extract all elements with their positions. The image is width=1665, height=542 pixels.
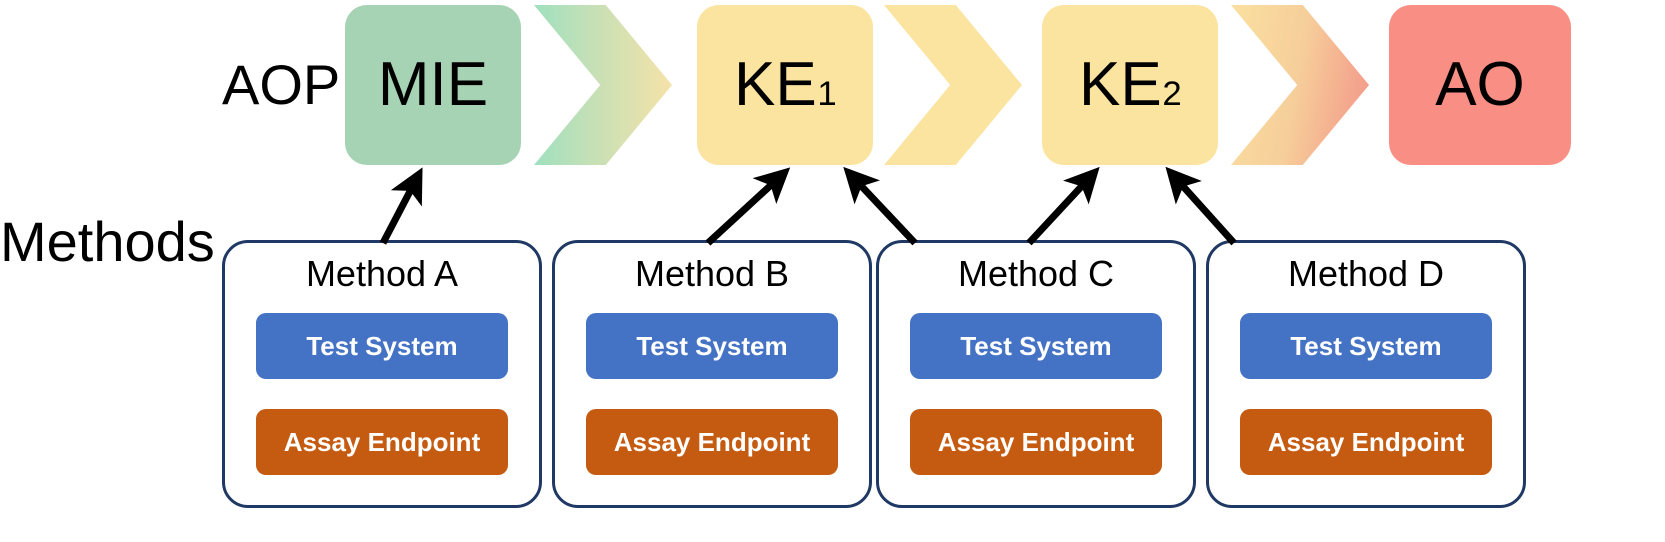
arrow-method-c-to-ke1 (843, 166, 918, 246)
aop-node-ao-label: AO (1435, 50, 1525, 119)
method-card-d[interactable]: Method D Test System Assay Endpoint (1206, 240, 1526, 508)
aop-node-mie-label: MIE (377, 50, 489, 119)
method-card-b-assay-endpoint[interactable]: Assay Endpoint (586, 409, 838, 475)
method-card-a-test-system[interactable]: Test System (256, 313, 508, 379)
aop-node-mie[interactable]: MIE (345, 5, 521, 165)
aop-row-label: AOP (222, 53, 341, 116)
aop-node-ke2-label: KE (1078, 50, 1162, 119)
method-card-c-title: Method C (957, 253, 1115, 294)
method-card-b-title: Method B (634, 253, 790, 294)
chevron-ke2-to-ao-icon (1231, 5, 1369, 165)
method-card-c-test-system[interactable]: Test System (910, 313, 1162, 379)
method-card-c-assay-endpoint[interactable]: Assay Endpoint (910, 409, 1162, 475)
method-card-d-test-system[interactable]: Test System (1240, 313, 1492, 379)
method-card-d-title: Method D (1287, 253, 1445, 294)
method-card-a-assay-endpoint[interactable]: Assay Endpoint (256, 409, 508, 475)
method-card-b-test-system[interactable]: Test System (586, 313, 838, 379)
chevron-mie-to-ke1-icon (534, 5, 672, 165)
method-card-a-title: Method A (305, 253, 459, 294)
arrow-method-b-to-ke1 (705, 167, 791, 246)
method-card-d-assay-endpoint[interactable]: Assay Endpoint (1240, 409, 1492, 475)
method-card-c[interactable]: Method C Test System Assay Endpoint (876, 240, 1196, 508)
aop-node-ke1-label: KE (733, 50, 817, 119)
method-card-a[interactable]: Method A Test System Assay Endpoint (222, 240, 542, 508)
arrow-method-c-to-ke2 (1026, 166, 1100, 246)
chevron-ke1-to-ke2-icon (884, 5, 1022, 165)
methods-row-label: Methods (0, 210, 215, 273)
aop-node-ao[interactable]: AO (1389, 5, 1571, 165)
aop-node-ke2-subscript: 2 (1162, 74, 1182, 113)
aop-node-ke1-subscript: 1 (817, 74, 837, 113)
arrow-method-a-to-mie (379, 167, 423, 245)
arrow-method-d-to-ke2 (1165, 166, 1237, 246)
method-card-b[interactable]: Method B Test System Assay Endpoint (552, 240, 872, 508)
